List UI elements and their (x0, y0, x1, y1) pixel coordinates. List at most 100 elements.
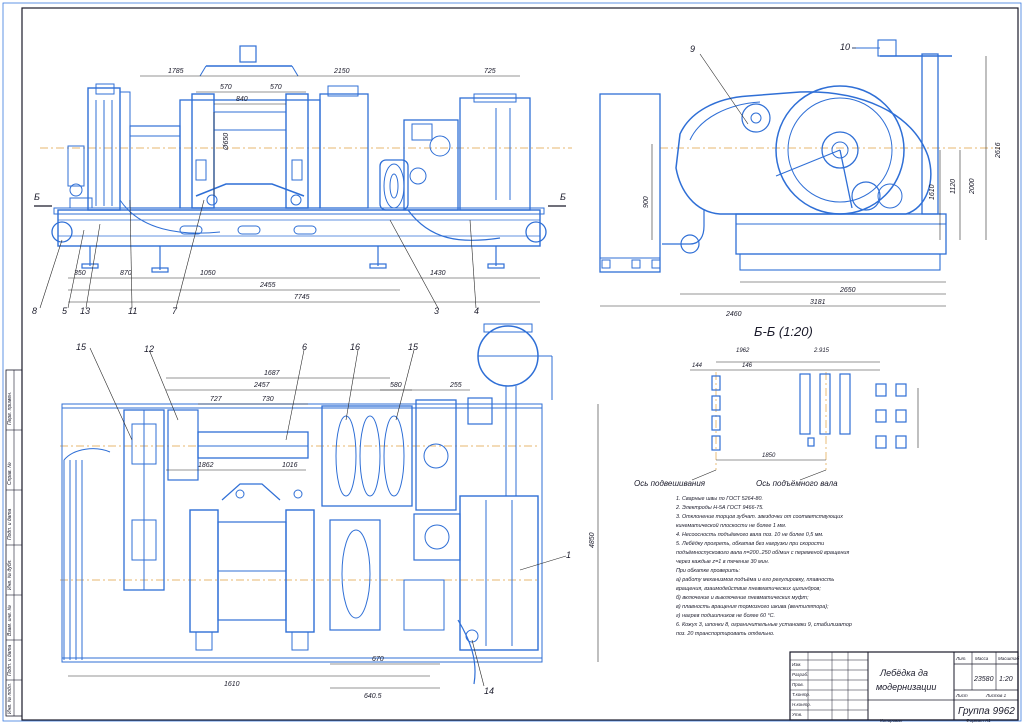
drawing-title-line1: Лебёдка да (879, 668, 928, 678)
footer-format: Формат А1 (966, 718, 991, 723)
note-line: 2. Электроды Н-5А ГОСТ 9466-75. (675, 505, 764, 511)
title-block: Изм. Разраб. Пров. Т.контр. Н.контр. Утв… (789, 651, 1019, 721)
axis-note-lift-shaft: Ось подъёмного вала (756, 479, 838, 488)
end-leader: 9 (690, 44, 695, 54)
group-label: Группа 9962 (958, 706, 1015, 717)
end-dim: 1120 (950, 179, 957, 194)
plan-leader: 14 (484, 686, 494, 696)
note-line: г) нагрев подшипников не более 60 °С. (676, 613, 775, 619)
tb-header: Лит. (955, 656, 967, 661)
side-leader: 4 (474, 306, 479, 316)
tb-row-label: Н.контр. (792, 702, 811, 707)
note-line: 1. Сварные швы по ГОСТ 5264-80. (676, 496, 763, 502)
stamp-label: Взам. инв. № (7, 604, 13, 636)
note-line: При обкатке проверить: (676, 568, 740, 574)
cut-mark-left: Б (34, 192, 40, 202)
side-leader: 3 (434, 306, 439, 316)
note-line: через каждые z=1 в течение 30 мин. (676, 559, 769, 565)
plan-dim: 580 (390, 382, 402, 389)
side-dim: 725 (484, 68, 496, 75)
end-dim: 2616 (995, 142, 1002, 159)
section-dim: 2.915 (813, 348, 830, 354)
note-line: поз. 20 транспортировать отдельно. (676, 631, 775, 637)
plan-dim: 255 (449, 382, 462, 389)
side-dim: 570 (220, 84, 232, 91)
side-elevation-view: Б Б 1785 2150 725 570 840 570 Ø650 350 8… (32, 45, 572, 316)
plan-dim: 1862 (198, 462, 214, 469)
note-line: 4. Несоосность подъёмного вала поз. 10 н… (676, 532, 824, 538)
end-dim: 2650 (839, 287, 856, 294)
section-bb-view: Б-Б (1:20) 144 1962 146 2.915 (634, 324, 919, 488)
tb-row-label: Пров. (792, 682, 804, 687)
end-view: 2616 2000 1120 900 1610 2460 3181 2650 9… (599, 39, 1002, 318)
tb-sheet: Лист (955, 693, 968, 698)
side-leader: 5 (62, 306, 68, 316)
side-stamp-column: Перв. примен. Справ. № Подп. и дата Инв.… (5, 369, 23, 717)
section-dim: 1962 (736, 348, 750, 354)
stamp-label: Инв. № подл. (7, 683, 13, 714)
side-leader: 7 (172, 306, 178, 316)
note-line: 5. Лебёдку прогреть, обкатав без нагрузк… (676, 541, 824, 547)
plan-leader: 15 (76, 342, 87, 352)
plan-dim: 4850 (589, 532, 596, 548)
stamp-label: Справ. № (7, 462, 13, 485)
plan-leader: 15 (408, 342, 419, 352)
side-dim: 350 (74, 270, 86, 277)
note-line: в) плавность вращения тормозного шкива (… (676, 604, 829, 610)
side-dim: 1050 (200, 270, 216, 277)
note-line: кинематической плоскости не более 1 мм. (676, 522, 786, 529)
tb-header: Масштаб (998, 656, 1019, 661)
side-dim: 570 (270, 84, 282, 91)
end-dim: 900 (643, 196, 650, 208)
stamp-label: Подп. и дата (7, 508, 13, 540)
side-dim: Ø650 (223, 133, 230, 151)
plan-dim: 2457 (253, 382, 271, 389)
section-dim: 1850 (762, 453, 776, 459)
side-dim: 840 (236, 96, 248, 103)
note-line: вращения, взаимодействие пневматических … (676, 585, 821, 592)
side-dim: 1430 (430, 270, 446, 277)
plan-leader: 12 (144, 344, 154, 354)
tb-row-label: Т.контр. (792, 692, 810, 697)
end-leader: 10 (840, 42, 850, 52)
tb-sheets: Листов 1 (985, 693, 1007, 698)
end-dim: 1610 (929, 184, 936, 200)
side-leader: 13 (80, 306, 90, 316)
tb-row-label: Утв. (792, 712, 802, 717)
stamp-label: Инв. № дубл. (7, 559, 13, 590)
section-dim: 146 (742, 363, 753, 369)
plan-dim: 640.5 (364, 693, 382, 700)
drawing-title-line2: модернизации (876, 682, 936, 692)
drawing-scale: 1:20 (999, 676, 1013, 683)
tb-row-label: Разраб. (792, 672, 808, 677)
tb-row-label: Изм. (792, 662, 802, 667)
tb-header: Масса (975, 656, 989, 661)
section-dim: 144 (692, 363, 703, 369)
plan-leader: 16 (350, 342, 360, 352)
side-dim: 870 (120, 270, 132, 277)
side-dim: 2455 (259, 282, 276, 289)
plan-view: 1687 2457 727 730 580 255 1862 1016 4850… (60, 323, 599, 700)
plan-dim: 727 (210, 396, 223, 403)
stamp-label: Подп. и дата (7, 644, 13, 676)
plan-leader: 6 (302, 342, 307, 352)
note-line: а) работу механизмов подъёма и его регул… (676, 577, 834, 583)
plan-dim: 730 (262, 396, 274, 403)
section-title: Б-Б (1:20) (754, 324, 813, 339)
stamp-label: Перв. примен. (7, 392, 13, 425)
side-dim: 1785 (168, 68, 184, 75)
axis-note-suspension: Ось подвешивания (634, 479, 706, 488)
note-line: подъёмноспускового вала n=200..250 об/ми… (676, 549, 849, 556)
plan-dim: 1016 (282, 462, 298, 469)
footer-copied: Копировал (880, 718, 903, 723)
note-line: б) включение и выключение пневматических… (676, 595, 809, 601)
end-dim: 2460 (725, 311, 742, 318)
note-line: 6. Кожух 3, шпонки 8, ограничительные ус… (676, 622, 852, 628)
plan-dim: 1610 (224, 681, 240, 688)
inner-frame (21, 7, 1019, 721)
plan-dim: 670 (372, 656, 384, 663)
plan-dim: 1687 (264, 370, 281, 377)
side-dim: 2150 (333, 68, 350, 75)
